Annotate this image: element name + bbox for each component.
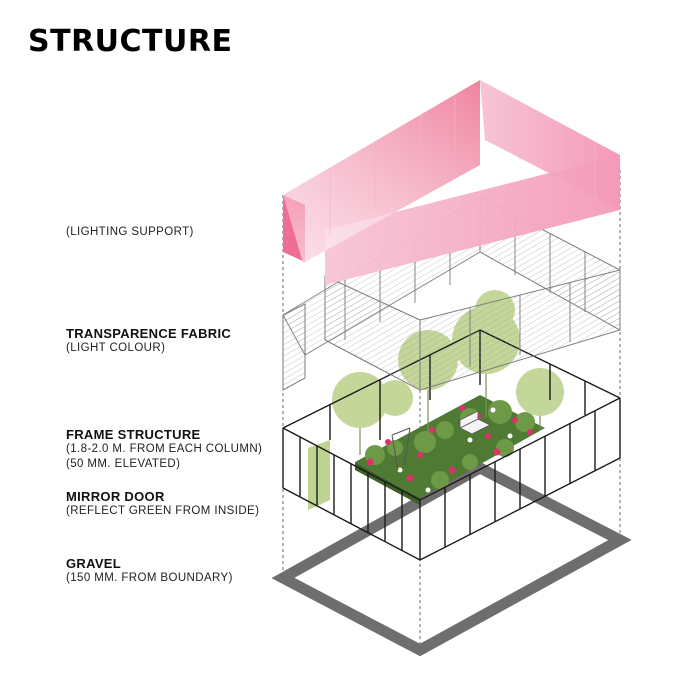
label-mirror-door-title: MIRROR DOOR (66, 489, 165, 504)
label-gravel-note: (150 MM. FROM BOUNDARY) (66, 572, 233, 584)
label-transparence-fabric-note: (LIGHT COLOUR) (66, 342, 166, 354)
label-lighting-support-note: (LIGHTING SUPPORT) (66, 226, 194, 238)
lighting-panel-front-right (325, 155, 620, 285)
garden-blossoms (397, 407, 513, 493)
label-frame-structure-note-1: (1.8-2.0 M. FROM EACH COLUMN) (66, 443, 263, 455)
label-mirror-door: MIRROR DOOR (REFLECT GREEN FROM INSIDE) (66, 489, 259, 519)
label-transparence-fabric: TRANSPARENCE FABRIC (LIGHT COLOUR) (66, 326, 231, 356)
lighting-support-layer (283, 80, 620, 285)
label-lighting-support: (LIGHTING SUPPORT) (66, 225, 194, 240)
alignment-guides (282, 170, 621, 650)
label-frame-structure-title: FRAME STRUCTURE (66, 427, 201, 442)
page-title: STRUCTURE (28, 24, 233, 59)
garden-bench (459, 410, 491, 435)
label-frame-structure: FRAME STRUCTURE (1.8-2.0 M. FROM EACH CO… (66, 427, 262, 472)
label-gravel-title: GRAVEL (66, 556, 122, 571)
gravel-layer (271, 461, 632, 657)
label-frame-structure-note-2: (50 MM. ELEVATED) (66, 458, 181, 470)
garden-flowers (366, 405, 533, 482)
mirror-door (308, 440, 330, 510)
label-mirror-door-note: (REFLECT GREEN FROM INSIDE) (66, 505, 260, 517)
label-gravel: GRAVEL (150 MM. FROM BOUNDARY) (66, 556, 233, 586)
garden-swing (391, 427, 411, 471)
gravel-boundary (271, 461, 632, 657)
label-transparence-fabric-title: TRANSPARENCE FABRIC (66, 326, 232, 341)
